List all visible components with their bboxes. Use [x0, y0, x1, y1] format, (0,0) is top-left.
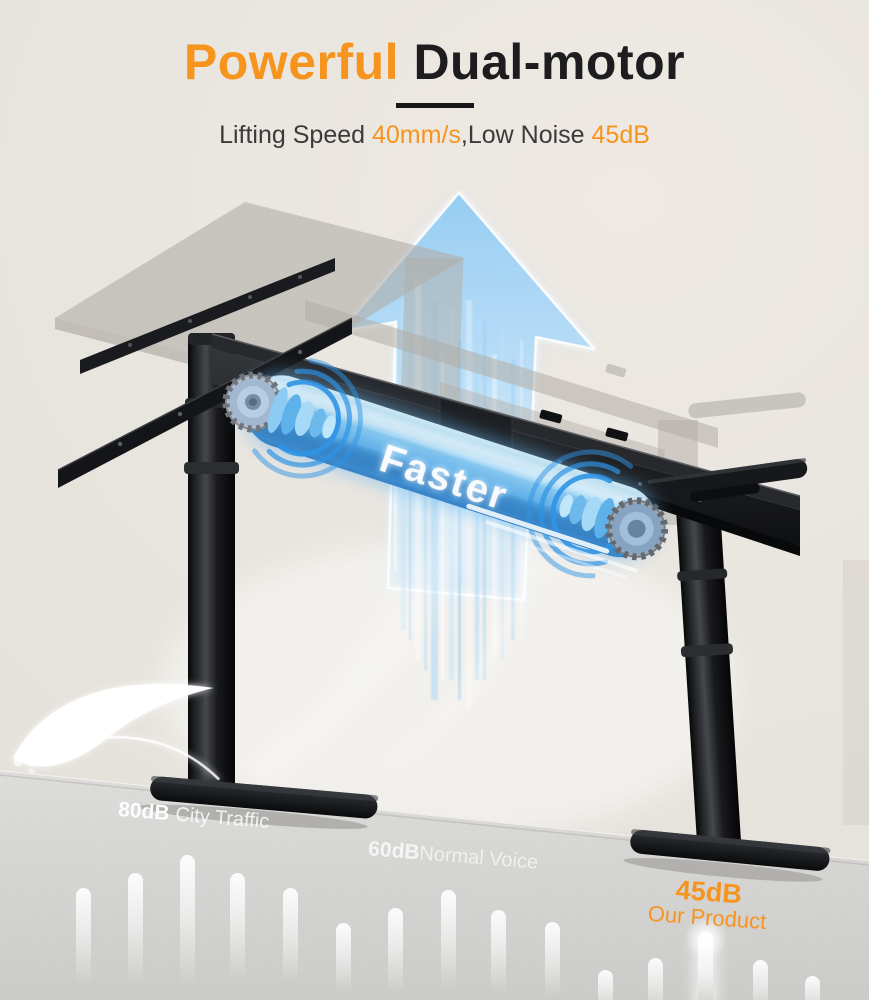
subtitle-noise-value: 45dB [591, 120, 650, 149]
header: Powerful Dual-motor Lifting Speed 40mm/s… [0, 36, 869, 150]
desk-feet [138, 775, 831, 882]
rotation-rings-left [241, 357, 363, 479]
light-mist [160, 540, 740, 840]
page-title: Powerful Dual-motor [0, 36, 869, 89]
foot-right [630, 829, 830, 871]
title-highlight: Powerful [183, 34, 400, 90]
title-divider [395, 102, 474, 108]
subtitle-prefix: Lifting Speed [219, 120, 372, 149]
speed-lines [466, 503, 638, 579]
air-swoosh [240, 482, 550, 790]
gear-icon [605, 497, 669, 561]
foot-left [150, 776, 378, 819]
noise-80-value: 80dB [117, 798, 171, 826]
subtitle: Lifting Speed 40mm/s,Low Noise 45dB [0, 121, 869, 150]
noise-60-value: 60dB [367, 837, 421, 865]
title-rest: Dual-motor [399, 34, 686, 90]
subtitle-middle: ,Low Noise [460, 120, 592, 149]
noise-level-45db-product: 45dB Our Product [626, 872, 789, 936]
feather-icon [12, 683, 221, 781]
top-bracket-right [647, 458, 808, 502]
subtitle-speed-value: 40mm/s [371, 120, 461, 149]
top-bracket-left [57, 258, 353, 488]
